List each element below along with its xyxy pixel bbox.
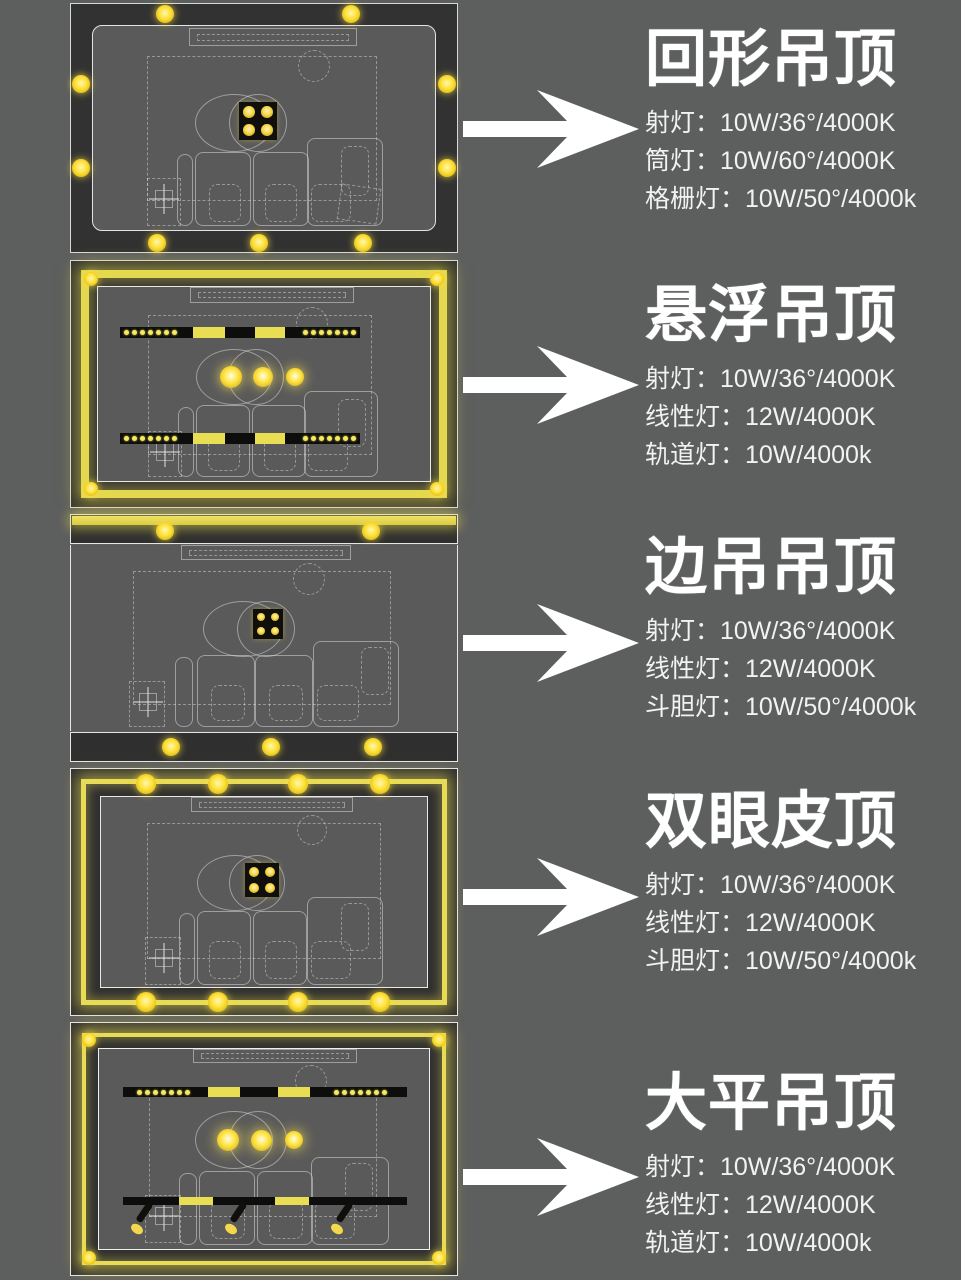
linear-light-frame (81, 779, 447, 1005)
linear-light-strip (72, 516, 456, 525)
track-light-bar (123, 1087, 407, 1097)
spotlight-dot (253, 367, 273, 387)
corner-light-dot (432, 1033, 446, 1047)
grille-light-icon (253, 609, 283, 639)
section-text-biandiao: 边吊吊顶 射灯：10W/36°/4000K 线性灯：12W/4000K 斗胆灯：… (645, 534, 961, 726)
section-huixing: 回形吊顶 射灯：10W/36°/4000K 筒灯：10W/60°/4000K 格… (0, 0, 961, 255)
arrow-right-icon (463, 604, 639, 682)
spec-line: 格栅灯：10W/50°/4000k (645, 185, 917, 213)
arrow-right-icon (463, 346, 639, 424)
section-title: 边吊吊顶 (645, 533, 898, 602)
section-title: 悬浮吊顶 (645, 281, 898, 350)
room-plan (70, 545, 458, 731)
section-biandiao: 边吊吊顶 射灯：10W/36°/4000K 线性灯：12W/4000K 斗胆灯：… (0, 512, 961, 764)
downlight-dot (438, 75, 456, 93)
spec-line: 线性灯：12W/4000K (645, 403, 876, 431)
downlight-dot (288, 774, 308, 794)
room-plan (92, 25, 436, 231)
downlight-dot (72, 75, 90, 93)
downlight-dot (136, 992, 156, 1012)
arrow-right-icon (463, 858, 639, 936)
spec-line: 斗胆灯：10W/50°/4000k (645, 947, 917, 975)
downlight-dot (288, 992, 308, 1012)
spec-line: 斗胆灯：10W/50°/4000k (645, 693, 917, 721)
downlight-dot (342, 5, 360, 23)
spec-line: 线性灯：12W/4000K (645, 909, 876, 937)
section-text-shuangyanpi: 双眼皮顶 射灯：10W/36°/4000K 线性灯：12W/4000K 斗胆灯：… (645, 788, 961, 980)
downlight-dot (370, 992, 390, 1012)
downlight-dot (262, 738, 280, 756)
ceiling-plan-huixing (70, 3, 458, 253)
ceiling-plan-biandiao (70, 514, 458, 762)
section-text-huixing: 回形吊顶 射灯：10W/36°/4000K 筒灯：10W/60°/4000K 格… (645, 26, 961, 218)
arrow-right-icon (463, 90, 639, 168)
corner-light-dot (432, 1251, 446, 1265)
track-light-bar (120, 433, 360, 444)
corner-light-dot (82, 1033, 96, 1047)
spec-line: 轨道灯：10W/4000k (645, 441, 872, 469)
spec-line: 射灯：10W/36°/4000K (645, 109, 896, 137)
section-title: 回形吊顶 (645, 25, 898, 94)
downlight-dot (162, 738, 180, 756)
spotlight-dot (285, 1131, 303, 1149)
grille-light-icon (245, 863, 279, 897)
section-shuangyanpi: 双眼皮顶 射灯：10W/36°/4000K 线性灯：12W/4000K 斗胆灯：… (0, 766, 961, 1018)
corner-light-dot (430, 272, 444, 286)
spec-line: 线性灯：12W/4000K (645, 655, 876, 683)
downlight-dot (208, 992, 228, 1012)
downlight-dot (72, 159, 90, 177)
room-plan (97, 286, 431, 482)
downlight-dot (362, 522, 380, 540)
corner-light-dot (84, 272, 98, 286)
section-title: 双眼皮顶 (645, 787, 898, 856)
section-title: 大平吊顶 (645, 1069, 898, 1138)
corner-light-dot (430, 482, 444, 496)
linear-light-frame (82, 1033, 446, 1265)
track-spotlight-icon (131, 1202, 353, 1235)
downlight-dot (156, 5, 174, 23)
spotlight-dot (251, 1130, 272, 1151)
ceiling-plan-shuangyanpi (70, 768, 458, 1016)
spec-line: 射灯：10W/36°/4000K (645, 1153, 896, 1181)
downlight-dot (156, 522, 174, 540)
grille-light-icon (239, 102, 277, 140)
spotlight-dot (217, 1129, 239, 1151)
spotlight-dot (220, 366, 242, 388)
downlight-dot (208, 774, 228, 794)
spotlight-dot (286, 368, 304, 386)
section-text-xuanfu: 悬浮吊顶 射灯：10W/36°/4000K 线性灯：12W/4000K 轨道灯：… (645, 282, 961, 474)
downlight-dot (148, 234, 166, 252)
arrow-right-icon (463, 1138, 639, 1216)
section-dapingdiao: 大平吊顶 射灯：10W/36°/4000K 线性灯：12W/4000K 轨道灯：… (0, 1020, 961, 1278)
linear-light-frame (81, 270, 447, 498)
spec-line: 射灯：10W/36°/4000K (645, 365, 896, 393)
downlight-dot (136, 774, 156, 794)
ceiling-plan-xuanfu (70, 260, 458, 508)
spec-line: 射灯：10W/36°/4000K (645, 871, 896, 899)
downlight-dot (438, 159, 456, 177)
track-light-bar (123, 1197, 407, 1205)
spec-line: 射灯：10W/36°/4000K (645, 617, 896, 645)
room-plan (98, 1048, 430, 1250)
section-text-dapingdiao: 大平吊顶 射灯：10W/36°/4000K 线性灯：12W/4000K 轨道灯：… (645, 1070, 961, 1262)
downlight-dot (354, 234, 372, 252)
section-xuanfu: 悬浮吊顶 射灯：10W/36°/4000K 线性灯：12W/4000K 轨道灯：… (0, 258, 961, 510)
spec-line: 轨道灯：10W/4000k (645, 1229, 872, 1257)
downlight-dot (364, 738, 382, 756)
corner-light-dot (84, 482, 98, 496)
room-plan (100, 796, 428, 988)
spec-line: 筒灯：10W/60°/4000K (645, 147, 896, 175)
downlight-dot (370, 774, 390, 794)
downlight-dot (250, 234, 268, 252)
corner-light-dot (82, 1251, 96, 1265)
track-light-bar (120, 327, 360, 338)
ceiling-plan-dapingdiao (70, 1022, 458, 1276)
spec-line: 线性灯：12W/4000K (645, 1191, 876, 1219)
